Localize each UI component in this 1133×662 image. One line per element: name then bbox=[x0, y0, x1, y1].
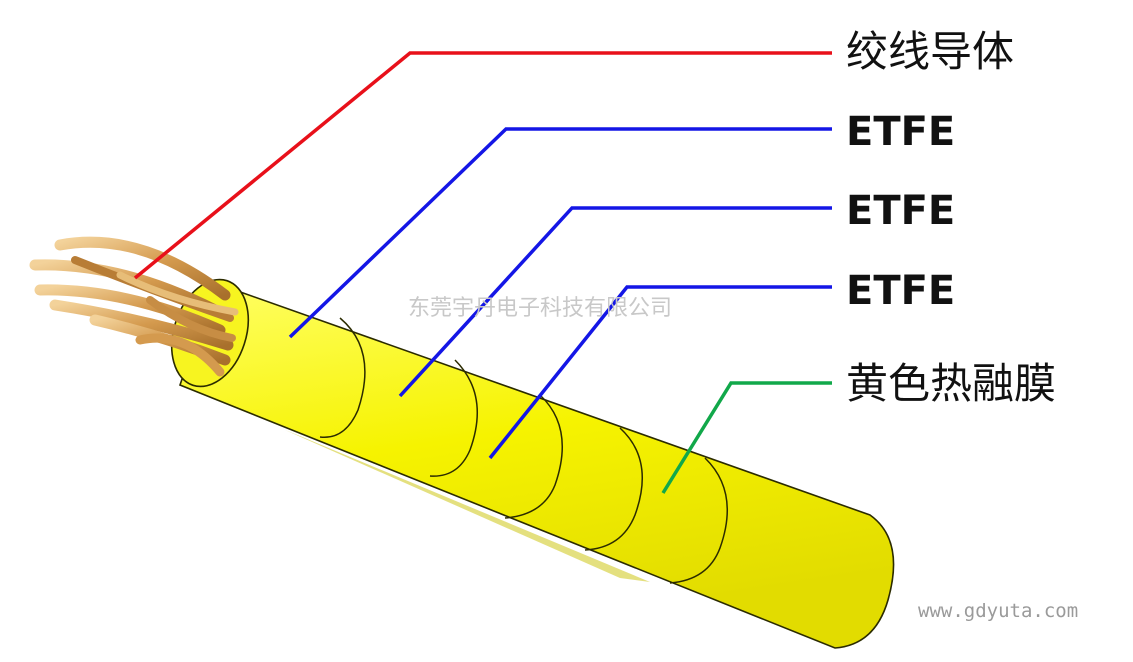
callout-line-etfe-1 bbox=[288, 127, 832, 339]
label-conductor: 绞线导体 bbox=[846, 27, 1014, 76]
cable-body bbox=[170, 278, 895, 649]
company-watermark: 东莞宇丹电子科技有限公司 bbox=[408, 296, 672, 321]
stranded-conductor bbox=[29, 236, 239, 377]
callout-lines bbox=[133, 51, 832, 494]
callout-line-etfe-2 bbox=[398, 206, 832, 398]
label-etfe-2: ETFE bbox=[846, 188, 955, 234]
copper-strand bbox=[49, 299, 234, 351]
label-etfe-3: ETFE bbox=[846, 268, 955, 314]
copper-strand bbox=[116, 271, 239, 316]
layer-boundary-5 bbox=[669, 457, 729, 584]
copper-strand bbox=[135, 333, 225, 377]
callout-line-conductor bbox=[133, 51, 832, 280]
copper-strand bbox=[146, 296, 236, 342]
cable-jacket bbox=[178, 281, 895, 649]
website-url: www.gdyuta.com bbox=[918, 600, 1078, 622]
label-etfe-1: ETFE bbox=[846, 109, 955, 155]
callout-line-film bbox=[661, 381, 832, 494]
callout-line-etfe-3 bbox=[488, 285, 832, 460]
layer-boundary-2 bbox=[429, 359, 479, 477]
copper-strand bbox=[34, 284, 226, 336]
label-film: 黄色热融膜 bbox=[846, 359, 1056, 408]
layer-boundary-3 bbox=[504, 394, 564, 519]
copper-strand bbox=[54, 236, 231, 301]
layer-shadow bbox=[285, 430, 650, 582]
layer-boundary-1 bbox=[319, 317, 366, 438]
layer-boundary-4 bbox=[584, 427, 644, 551]
